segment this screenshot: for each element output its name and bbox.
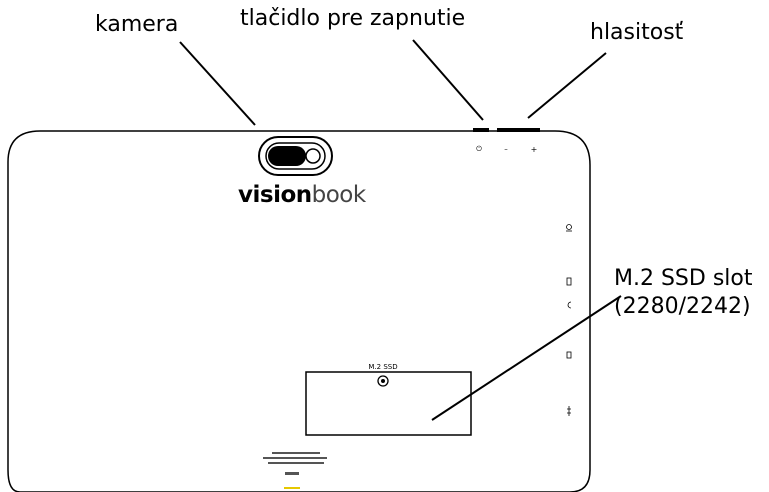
ssd-screw-icon <box>377 375 389 387</box>
power-leader-line <box>412 39 484 121</box>
volume-leader-line <box>527 52 607 119</box>
ssd-slot-label-line1: M.2 SSD slot <box>614 266 753 291</box>
camera-label: kamera <box>95 12 179 37</box>
volume-label: hlasitosť <box>590 20 684 45</box>
camera-module <box>258 136 333 176</box>
usb-c-port-icon <box>566 351 572 359</box>
volume-up-symbol: + <box>531 145 538 154</box>
camera-leader-line <box>179 41 256 126</box>
fingerprint-icon <box>566 224 572 232</box>
regulatory-label <box>263 452 327 489</box>
ssd-slot-label-line2: (2280/2242) <box>614 293 751 319</box>
volume-rocker[interactable] <box>497 128 540 132</box>
side-ports <box>566 224 572 416</box>
ssd-cover-label: M.2 SSD <box>368 363 397 371</box>
ssd-cover[interactable] <box>305 371 472 436</box>
brand-logo: visionbook <box>238 182 367 208</box>
power-symbol-icon: ⏻ <box>476 145 482 153</box>
headphone-icon <box>567 301 572 309</box>
ssd-leader-line <box>431 295 622 421</box>
sd-card-icon <box>566 277 572 286</box>
usb-icon <box>567 406 571 416</box>
camera-lens-icon <box>305 148 321 164</box>
tablet-body-outline <box>7 130 591 492</box>
power-button-label: tlačidlo pre zapnutie <box>240 6 466 31</box>
ssd-slot-label: M.2 SSD slot (2280/2242) <box>614 265 753 320</box>
volume-down-symbol: – <box>504 145 508 153</box>
brand-logo-bold: vision <box>238 182 312 208</box>
brand-logo-light: book <box>312 182 367 208</box>
power-button[interactable] <box>473 128 489 132</box>
